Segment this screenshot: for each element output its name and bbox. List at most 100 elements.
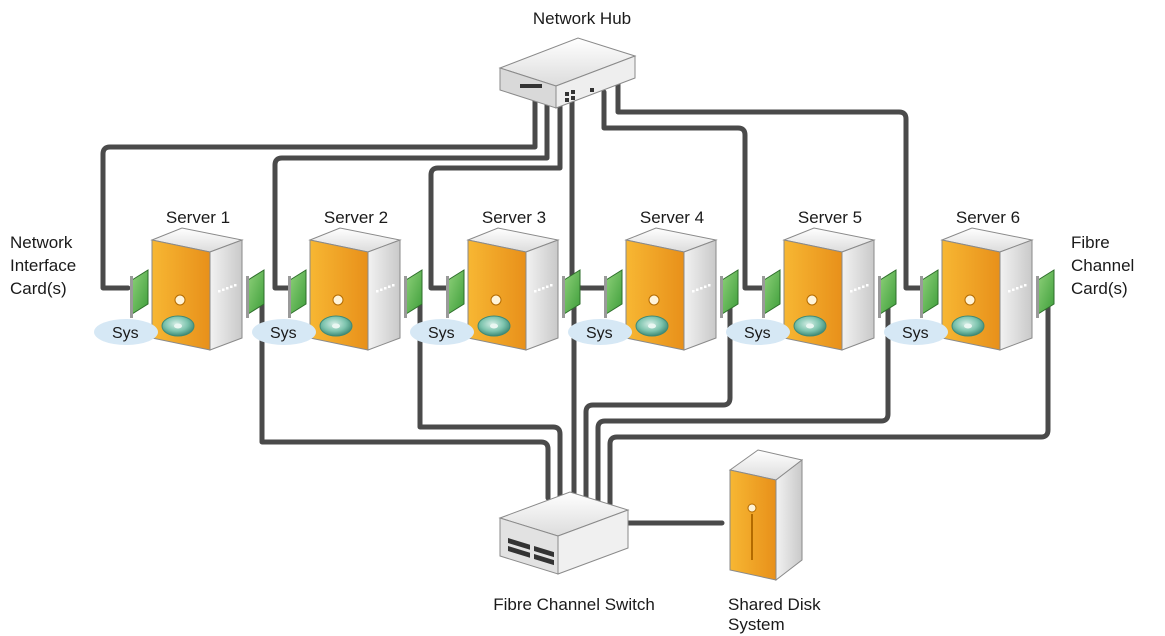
fc-label-line-1: Fibre xyxy=(1071,233,1110,252)
nic-card-bracket xyxy=(762,276,765,318)
fc-card-bracket xyxy=(562,276,565,318)
switch-label: Fibre Channel Switch xyxy=(493,595,655,614)
hub-cable-server-3 xyxy=(428,91,563,291)
nic-card-icon xyxy=(921,269,939,315)
fc-label: Fibre Channel Card(s) xyxy=(1071,233,1139,298)
nic-card-bracket xyxy=(604,276,607,318)
nic-card-bracket xyxy=(288,276,291,318)
hub-display xyxy=(520,84,542,88)
server-vent xyxy=(218,290,221,293)
server-vent xyxy=(542,287,545,290)
hub-cable-server-2 xyxy=(272,89,550,291)
server-vent xyxy=(704,285,707,288)
disk-hub-icon xyxy=(648,323,656,329)
server-vent xyxy=(1008,290,1011,293)
server-3: Sys Server 3 xyxy=(410,208,581,351)
fc-card-icon xyxy=(563,269,581,315)
shared-disk-system xyxy=(728,449,804,582)
sys-disk-label: Sys xyxy=(428,325,455,342)
server-vent xyxy=(1016,287,1019,290)
disk-hub-icon xyxy=(332,323,340,329)
server-name-label: Server 4 xyxy=(640,208,704,227)
hub-cable-server-1 xyxy=(100,87,538,291)
shared-disk-label-line-2: System xyxy=(728,615,785,634)
server-vent xyxy=(1012,288,1015,291)
power-icon xyxy=(490,294,502,306)
server-vent xyxy=(226,287,229,290)
nic-label-line-1: Network xyxy=(10,233,73,252)
server-vent xyxy=(1024,284,1027,287)
disk-tower-side xyxy=(775,458,803,582)
sys-disk-badge xyxy=(252,319,316,345)
fc-label-line-3: Card(s) xyxy=(1071,279,1128,298)
hub-cable-server-4 xyxy=(569,92,607,291)
server-vent xyxy=(850,290,853,293)
server-vent xyxy=(234,284,237,287)
sys-disk-label: Sys xyxy=(586,325,613,342)
server-vent xyxy=(550,284,553,287)
nic-card-icon xyxy=(447,269,465,315)
server-tower-side xyxy=(999,239,1033,351)
server-vent xyxy=(696,288,699,291)
server-5: Sys Server 5 xyxy=(726,208,897,351)
fc-label-line-2: Channel xyxy=(1071,256,1134,275)
server-vent xyxy=(866,284,869,287)
server-tower-side xyxy=(209,239,243,351)
server-vent xyxy=(1020,285,1023,288)
hub-label: Network Hub xyxy=(533,9,631,28)
server-vent xyxy=(376,290,379,293)
server-1: Sys Server 1 xyxy=(94,208,265,351)
sys-disk-label: Sys xyxy=(112,325,139,342)
switch-side xyxy=(557,509,629,575)
server-vent xyxy=(546,285,549,288)
server-name-label: Server 1 xyxy=(166,208,230,227)
server-name-label: Server 5 xyxy=(798,208,862,227)
sys-disk-badge xyxy=(568,319,632,345)
server-vent xyxy=(538,288,541,291)
server-vent xyxy=(230,285,233,288)
nic-card-bracket xyxy=(130,276,133,318)
server-vent xyxy=(388,285,391,288)
sys-disk-badge xyxy=(94,319,158,345)
fibre-channel-switch xyxy=(498,491,630,575)
server-name-label: Server 2 xyxy=(324,208,388,227)
power-icon xyxy=(648,294,660,306)
server-vent xyxy=(858,287,861,290)
fc-card-bracket xyxy=(246,276,249,318)
disk-hub-icon xyxy=(806,323,814,329)
fc-card-bracket xyxy=(878,276,881,318)
server-tower-side xyxy=(367,239,401,351)
server-4: Sys Server 4 xyxy=(568,208,739,351)
server-vent xyxy=(384,287,387,290)
nic-card-icon xyxy=(763,269,781,315)
server-vent xyxy=(708,284,711,287)
sys-disk-label: Sys xyxy=(270,325,297,342)
shared-disk-label: Shared Disk System xyxy=(728,595,825,634)
nic-card-icon xyxy=(605,269,623,315)
server-tower-side xyxy=(525,239,559,351)
power-icon xyxy=(174,294,186,306)
sys-disk-label: Sys xyxy=(744,325,771,342)
fc-card-icon xyxy=(721,269,739,315)
switch-ports-icon xyxy=(508,538,554,566)
nic-label-line-2: Interface xyxy=(10,256,76,275)
server-vent xyxy=(534,290,537,293)
disk-hub-icon xyxy=(174,323,182,329)
power-icon xyxy=(332,294,344,306)
sys-disk-badge xyxy=(884,319,948,345)
server-vent xyxy=(862,285,865,288)
sys-disk-badge xyxy=(410,319,474,345)
fc-card-bracket xyxy=(720,276,723,318)
sys-disk-badge xyxy=(726,319,790,345)
server-vent xyxy=(380,288,383,291)
server-name-label: Server 3 xyxy=(482,208,546,227)
nic-label-line-3: Card(s) xyxy=(10,279,67,298)
server-vent xyxy=(700,287,703,290)
server-name-label: Server 6 xyxy=(956,208,1020,227)
server-vent xyxy=(854,288,857,291)
server-vent xyxy=(692,290,695,293)
nic-card-bracket xyxy=(920,276,923,318)
disk-tower-power-icon xyxy=(747,503,757,513)
nic-label: Network Interface Card(s) xyxy=(10,233,81,298)
